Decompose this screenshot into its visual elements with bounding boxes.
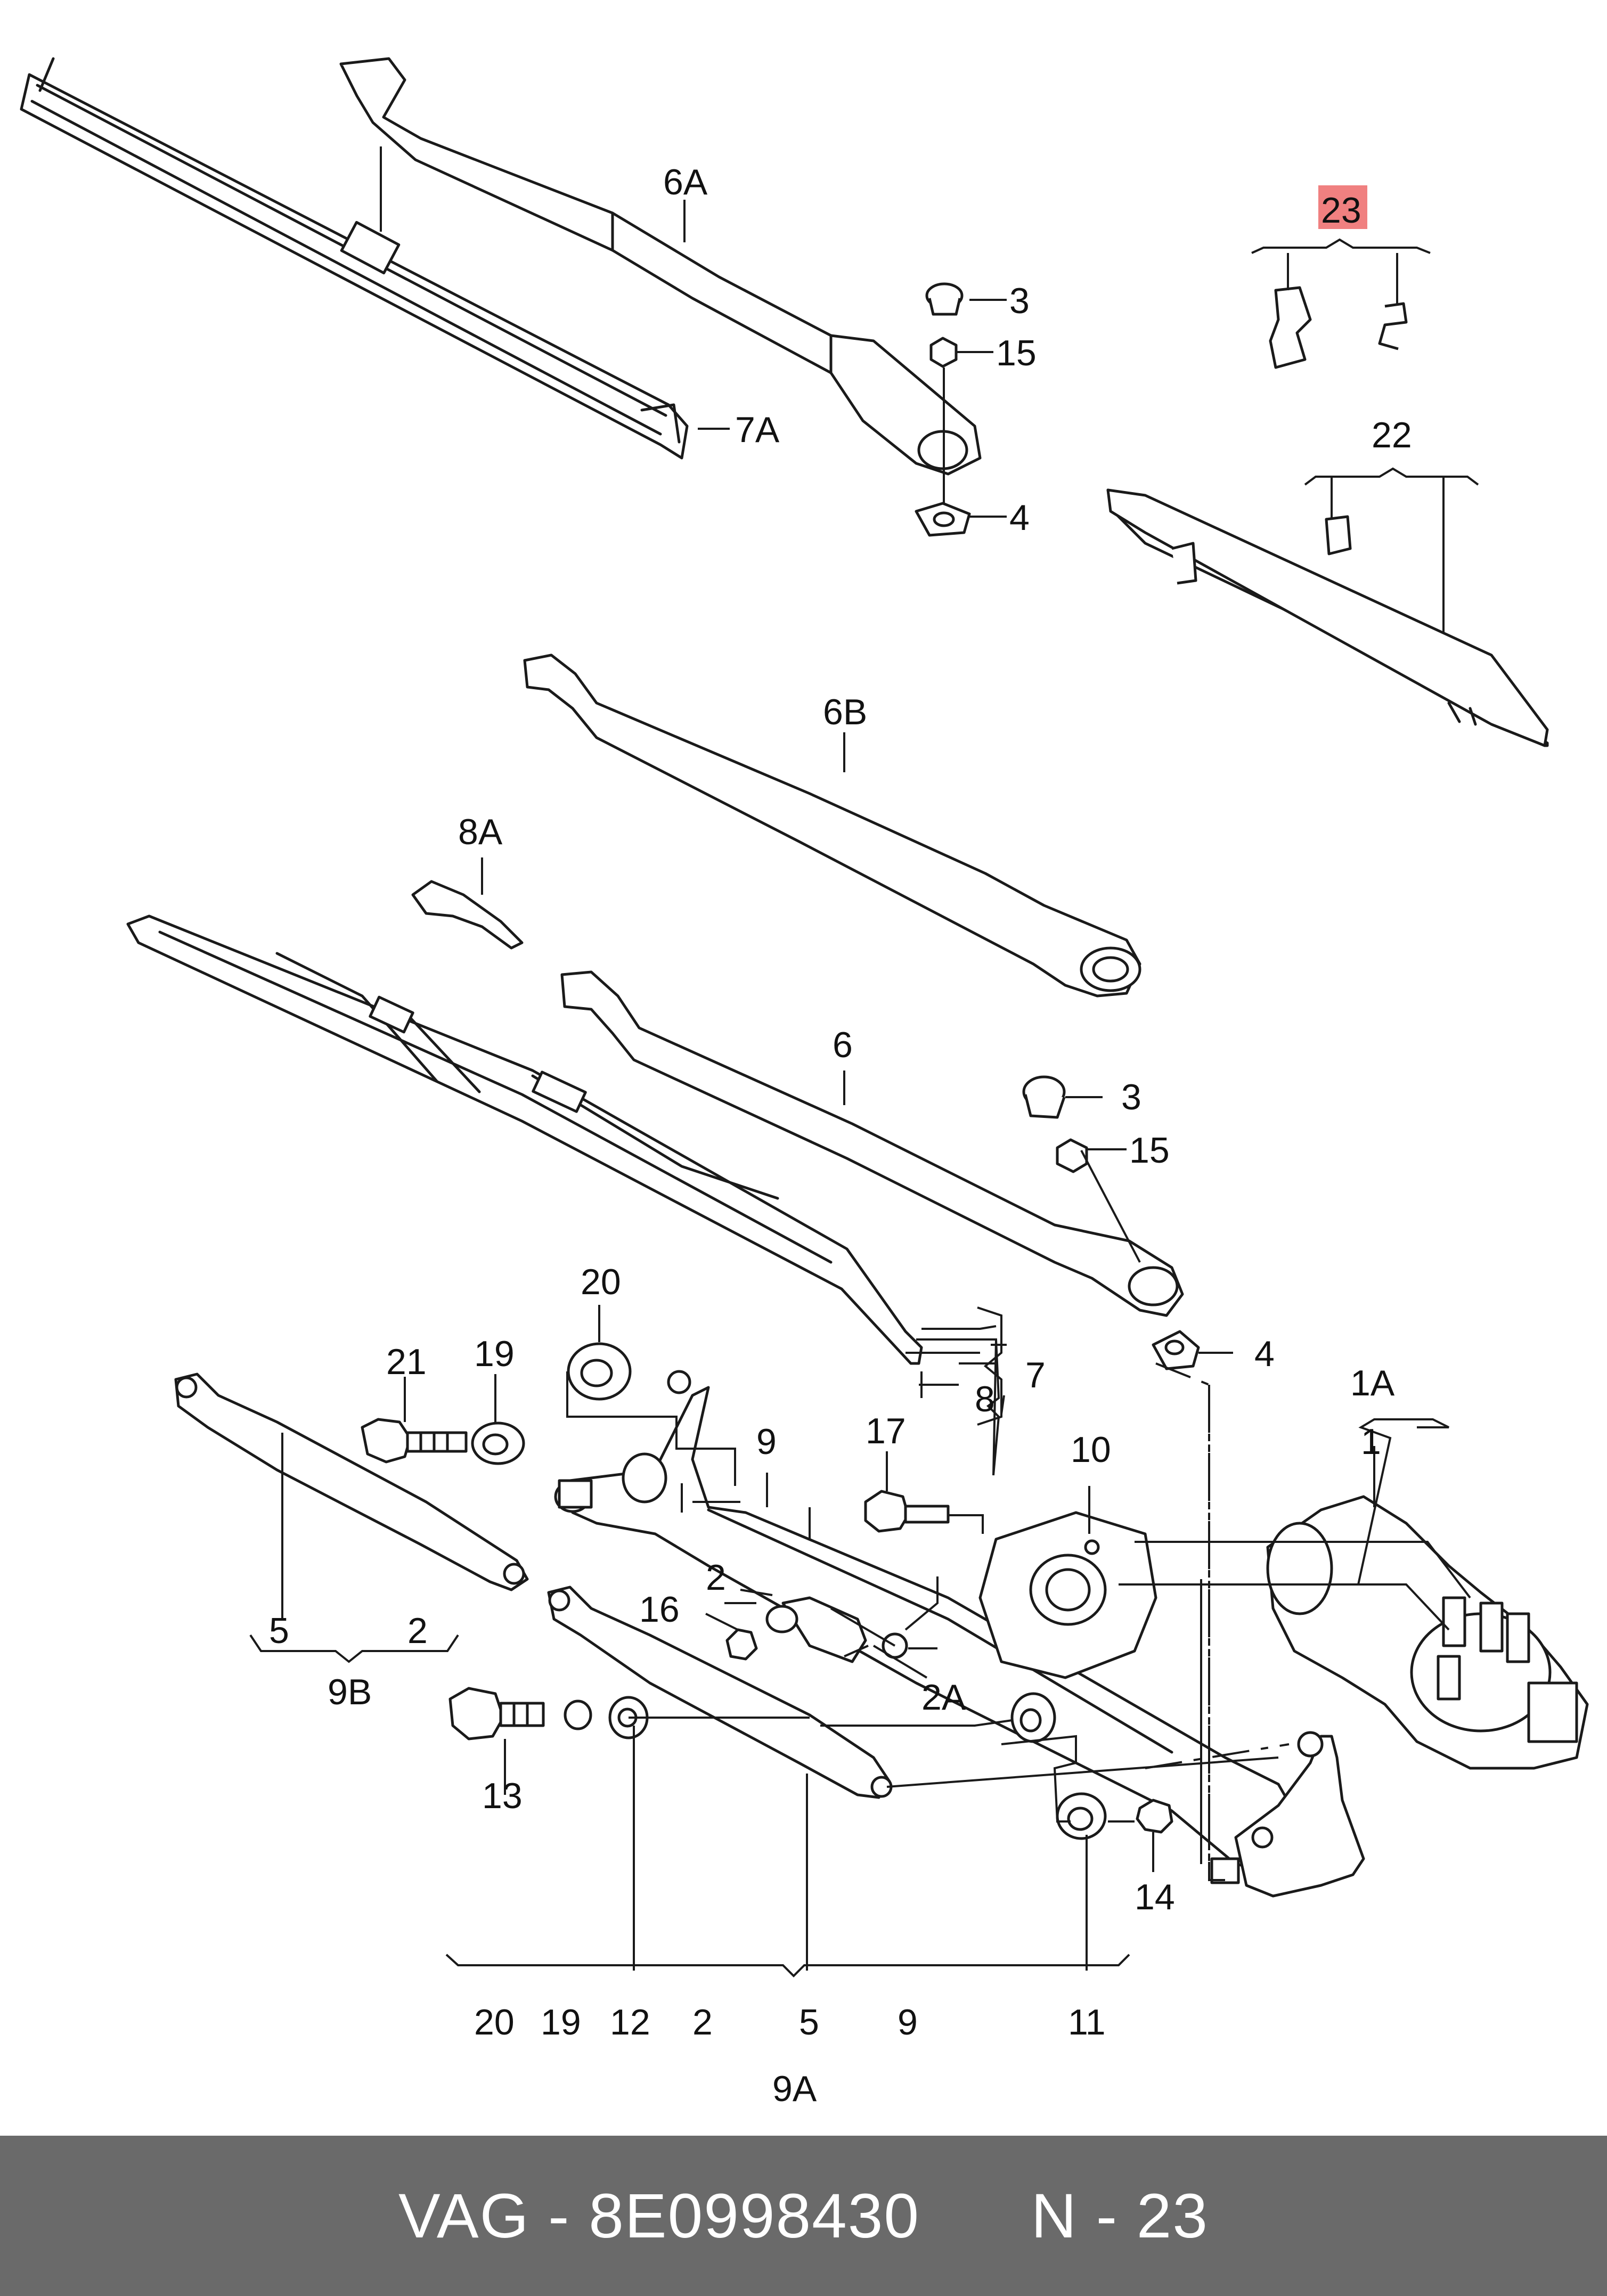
footer-part-number: 8E0998430 [589, 2180, 920, 2251]
nut-15b [1056, 1138, 1088, 1173]
wiper-arm-6 [560, 970, 1184, 1317]
wiper-blade-7 [126, 914, 923, 1365]
label-7: 7 [1025, 1355, 1046, 1395]
label-13: 13 [482, 1776, 523, 1816]
bushing-11 [1056, 1792, 1107, 1840]
label-9b: 9B [328, 1672, 372, 1712]
label-6a: 6A [663, 162, 708, 202]
label-9: 9 [756, 1421, 777, 1462]
label-14: 14 [1135, 1877, 1175, 1917]
footer-sep: - [529, 2180, 589, 2251]
label-19: 19 [474, 1334, 515, 1374]
leader-lines [281, 146, 1479, 1971]
label-7a: 7A [735, 410, 780, 450]
group-2: 2 [692, 2002, 713, 2042]
cover-strip-22 [1106, 488, 1549, 747]
label-10: 10 [1071, 1429, 1111, 1470]
label-9a: 9A [772, 2069, 817, 2109]
clip-8a [411, 880, 524, 950]
pivot-2 [765, 1596, 867, 1663]
group-19: 19 [541, 2002, 581, 2042]
group-9: 9 [898, 2002, 918, 2042]
footer-gap [920, 2180, 1031, 2252]
highlight-box-23 [1318, 185, 1367, 229]
label-15b: 15 [1129, 1130, 1170, 1171]
label-15a: 15 [996, 333, 1037, 373]
footer-brand: VAG [398, 2180, 530, 2251]
group-12: 12 [610, 2002, 650, 2042]
motor-1 [1266, 1495, 1589, 1770]
nut-15a [929, 337, 958, 368]
bushing-lower [1010, 1692, 1056, 1743]
bushing-20 [567, 1342, 632, 1401]
link-rod-5-lower [547, 1586, 893, 1799]
label-4b: 4 [1254, 1334, 1275, 1374]
bracket-10 [978, 1511, 1157, 1679]
wiper-blade-7a [20, 57, 689, 460]
wiper-arm-6b [523, 653, 1141, 998]
part-info-footer: VAG - 8E0998430 N - 23 [0, 2136, 1607, 2296]
label-16: 16 [639, 1589, 680, 1630]
label-2b: 2 [407, 1611, 428, 1651]
crank-arm [1210, 1731, 1365, 1898]
nut-16 [725, 1628, 758, 1661]
label-21: 21 [386, 1342, 427, 1382]
cap-3b [1022, 1075, 1066, 1119]
cap-3a [925, 282, 964, 316]
group-5: 5 [799, 2002, 819, 2042]
wiper-arm-6a [339, 57, 982, 476]
group-11: 11 [1068, 2002, 1106, 2042]
label-20: 20 [581, 1262, 621, 1302]
label-2a: 2A [921, 1677, 966, 1718]
link-rod-5 [174, 1372, 529, 1591]
washer-4b [1152, 1330, 1200, 1370]
bolt-13 [448, 1687, 545, 1741]
group-brackets [249, 1306, 1130, 1978]
footer-ref: N - 23 [1031, 2180, 1209, 2251]
label-5: 5 [269, 1611, 289, 1651]
nut-14 [1136, 1799, 1173, 1834]
washer-13 [564, 1699, 592, 1730]
label-8: 8 [975, 1379, 995, 1419]
wiper-parts-diagram: 6A 7A 3 15 4 23 22 6B 8A 6 3 15 4 20 21 … [20, 57, 1589, 2109]
bolt-21 [361, 1418, 468, 1464]
label-22: 22 [1372, 415, 1412, 455]
label-8a: 8A [458, 812, 503, 852]
label-3a: 3 [1009, 281, 1030, 321]
washer-4a [915, 502, 971, 537]
part-labels: 6A 7A 3 15 4 23 22 6B 8A 6 3 15 4 20 21 … [269, 162, 1412, 2109]
clip-23 [1269, 286, 1408, 369]
label-4a: 4 [1009, 497, 1030, 538]
label-3b: 3 [1121, 1077, 1141, 1117]
label-2: 2 [706, 1557, 726, 1598]
bolt-17 [864, 1490, 950, 1533]
label-17: 17 [866, 1411, 906, 1451]
label-23: 23 [1321, 190, 1361, 231]
label-6b: 6B [823, 692, 867, 732]
label-6: 6 [833, 1025, 853, 1065]
label-1a: 1A [1350, 1363, 1395, 1403]
bushing-19 [471, 1421, 525, 1465]
label-1: 1 [1361, 1421, 1381, 1462]
group-20: 20 [474, 2002, 515, 2042]
